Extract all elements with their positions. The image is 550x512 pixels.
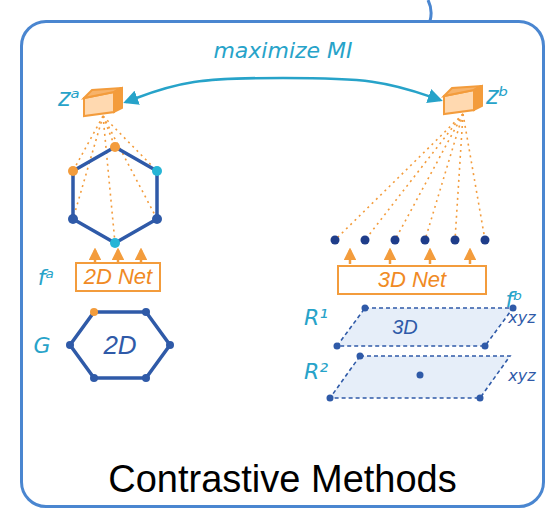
- readout-line: [103, 116, 157, 171]
- node-label: 3D Net: [378, 269, 446, 291]
- atom-dots: [68, 142, 162, 248]
- readout-lines: [73, 114, 485, 243]
- coordinate-label: xyz: [508, 310, 535, 326]
- vector-side: [114, 88, 122, 112]
- readout-line: [335, 114, 463, 240]
- atom-dot: [68, 214, 78, 224]
- up-arrow: [349, 250, 352, 264]
- up-arrow: [140, 250, 143, 262]
- atom-dot: [152, 214, 162, 224]
- atom-dot: [166, 341, 174, 349]
- node-outline: [444, 86, 482, 114]
- method-panel: Contrastive Methods zᵃ zᵇ 2D Net 3D Net 2D 3D: [20, 20, 545, 508]
- atom-dot: [142, 308, 150, 316]
- vector-side: [474, 86, 482, 110]
- graph-hexagon: 2D: [68, 310, 172, 380]
- embedding-dot: [391, 236, 400, 245]
- conformer-name: R¹: [304, 307, 328, 329]
- embedding-dot: [451, 236, 460, 245]
- node-outline: [84, 88, 122, 116]
- encoder-name: fᵇ: [505, 289, 522, 311]
- atom-dot: [327, 395, 334, 402]
- embedding-dot: [331, 236, 340, 245]
- hexagon-outline: [70, 312, 170, 378]
- atom-dot: [68, 166, 78, 176]
- edge-label: maximize MI: [209, 40, 356, 62]
- graph-name: G: [33, 335, 50, 357]
- readout-line: [395, 114, 463, 240]
- atom-dot: [90, 308, 98, 316]
- plane-outline: [337, 308, 513, 346]
- coordinate-label: xyz: [508, 368, 535, 384]
- up-arrow: [94, 250, 97, 262]
- readout-line: [455, 114, 463, 240]
- atom-dot: [110, 238, 120, 248]
- encoder-name: fᵃ: [38, 267, 54, 289]
- molecule-graph: [73, 147, 157, 243]
- conformer-atoms: [327, 353, 484, 402]
- node-outline: [335, 306, 515, 348]
- encoder-box: 2D Net: [75, 262, 161, 292]
- conformer-plane: [330, 356, 510, 398]
- encoder-box: 3D Net: [337, 265, 487, 295]
- embedding-vector: zᵇ: [444, 86, 482, 114]
- atom-dot: [90, 374, 98, 382]
- vector-name: zᵇ: [486, 82, 509, 110]
- readout-line: [103, 116, 115, 243]
- readout-line: [463, 114, 485, 240]
- up-arrow: [469, 250, 472, 264]
- atom-dot: [152, 166, 162, 176]
- vector-name: zᵃ: [58, 84, 80, 112]
- node-label: 2D: [103, 332, 136, 358]
- conformer-plane: 3D: [335, 306, 515, 348]
- atom-dot: [334, 343, 341, 350]
- conformer-name: R²: [304, 361, 328, 383]
- up-arrow: [429, 250, 432, 264]
- readout-line: [425, 114, 463, 240]
- contrast-arrow: [126, 78, 440, 102]
- embedding-dot: [421, 236, 430, 245]
- node-label: 2D Net: [84, 266, 152, 288]
- up-arrow: [389, 250, 392, 264]
- atom-dot: [362, 305, 369, 312]
- atom-dot: [482, 343, 489, 350]
- atom-dot: [477, 395, 484, 402]
- atom-dot: [110, 142, 120, 152]
- up-arrow: [117, 250, 120, 262]
- atom-dot: [417, 372, 424, 379]
- embedding-dot: [481, 236, 490, 245]
- embedding-dot: [361, 236, 370, 245]
- atom-dot: [66, 341, 74, 349]
- panel-title: Contrastive Methods: [23, 459, 542, 501]
- atom-dot: [357, 353, 364, 360]
- node-embeddings: [331, 236, 490, 245]
- node-label: 3D: [392, 317, 418, 337]
- atom-dot: [142, 374, 150, 382]
- incoming-line: [428, 0, 431, 21]
- readout-line: [365, 114, 463, 240]
- embedding-vector: zᵃ: [84, 88, 122, 116]
